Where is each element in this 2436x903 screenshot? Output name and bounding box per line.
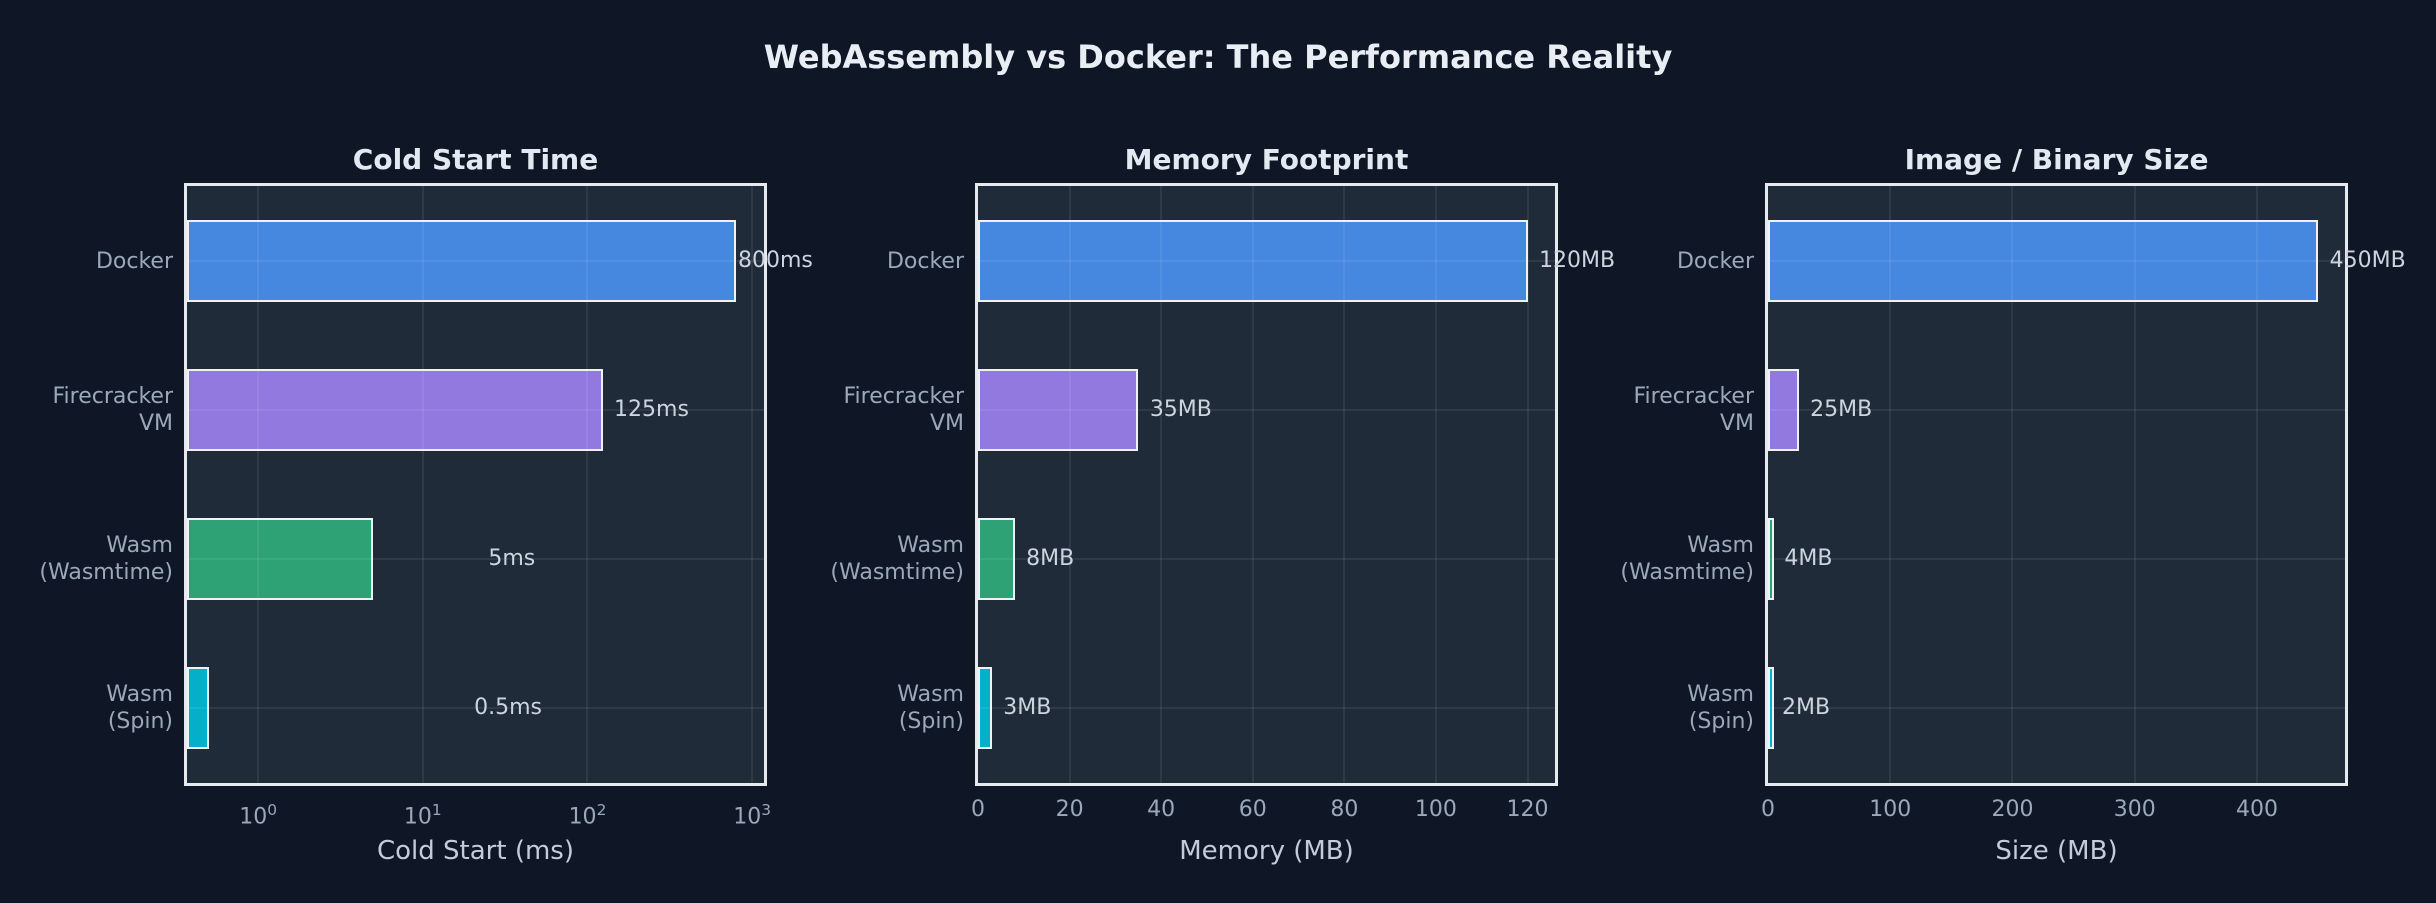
y-tick-label-wasm-wasmtime: Wasm(Wasmtime) — [1620, 533, 1754, 585]
x-tick-label: 120 — [1506, 797, 1549, 822]
h-gridline — [978, 409, 1555, 411]
y-tick-label-docker: Docker — [886, 248, 964, 274]
y-tick-label-wasm-spin: Wasm(Spin) — [897, 682, 964, 734]
bar-docker — [1768, 220, 2319, 302]
y-tick-label-docker: Docker — [1676, 248, 1754, 274]
bar-docker — [978, 220, 1528, 302]
h-gridline — [187, 558, 764, 560]
x-tick-label: 400 — [2235, 797, 2278, 822]
value-label-wasm-wasmtime: 8MB — [1026, 546, 1075, 571]
bar-wasm-spin — [978, 667, 992, 749]
y-tick-label-docker: Docker — [95, 248, 173, 274]
x-tick-label: 100 — [239, 801, 277, 830]
value-label-wasm-spin: 0.5ms — [474, 695, 543, 720]
h-gridline — [187, 260, 764, 262]
x-tick-label: 300 — [2113, 797, 2156, 822]
x-axis-label-cold-start-ms: Cold Start (ms) — [377, 836, 574, 866]
value-label-firecracker-vm: 25MB — [1810, 397, 1873, 422]
v-gridline — [2255, 186, 2258, 783]
x-tick-label: 20 — [1055, 797, 1084, 822]
x-tick-label: 60 — [1238, 797, 1267, 822]
bar-firecracker-vm — [1768, 369, 1799, 451]
h-gridline — [1768, 707, 2345, 709]
value-label-wasm-wasmtime: 4MB — [1784, 546, 1833, 571]
value-label-docker: 120MB — [1539, 248, 1616, 273]
v-gridline — [257, 186, 260, 783]
v-gridline — [1434, 186, 1437, 783]
value-label-firecracker-vm: 125ms — [614, 397, 689, 422]
h-gridline — [187, 409, 764, 411]
v-gridline — [1526, 186, 1529, 783]
bar-wasm-wasmtime — [1768, 518, 1774, 600]
y-tick-label-wasm-spin: Wasm(Spin) — [106, 682, 173, 734]
x-axis-label-size-mb: Size (MB) — [1995, 836, 2118, 866]
v-gridline — [1160, 186, 1163, 783]
x-axis-label-memory-mb: Memory (MB) — [1179, 836, 1354, 866]
bar-wasm-spin — [187, 667, 209, 749]
x-tick-label: 40 — [1147, 797, 1176, 822]
v-gridline — [2133, 186, 2136, 783]
v-gridline — [1889, 186, 1892, 783]
y-tick-label-wasm-spin: Wasm(Spin) — [1687, 682, 1754, 734]
subplot-title-image-binary-size: Image / Binary Size — [1904, 143, 2209, 176]
v-gridline — [1343, 186, 1346, 783]
x-tick-label: 103 — [733, 801, 772, 830]
bar-docker — [187, 220, 737, 302]
bar-firecracker-vm — [187, 369, 604, 451]
bar-wasm-wasmtime — [187, 518, 374, 600]
value-label-firecracker-vm: 35MB — [1149, 397, 1212, 422]
x-tick-label: 0 — [1761, 797, 1775, 822]
x-tick-label: 102 — [568, 801, 607, 830]
h-gridline — [187, 707, 764, 709]
h-gridline — [978, 558, 1555, 560]
v-gridline — [1068, 186, 1071, 783]
x-tick-label: 200 — [1991, 797, 2034, 822]
y-tick-label-wasm-wasmtime: Wasm(Wasmtime) — [830, 533, 964, 585]
x-tick-label: 100 — [1869, 797, 1912, 822]
x-tick-label: 0 — [971, 797, 985, 822]
value-label-wasm-spin: 2MB — [1781, 695, 1831, 720]
subplot-title-memory-footprint: Memory Footprint — [1124, 143, 1409, 176]
value-label-wasm-wasmtime: 5ms — [488, 546, 536, 571]
value-label-docker: 450MB — [2329, 248, 2406, 273]
h-gridline — [978, 260, 1555, 262]
x-tick-label: 80 — [1330, 797, 1359, 822]
value-label-wasm-spin: 3MB — [1003, 695, 1052, 720]
value-label-docker: 800ms — [737, 248, 813, 273]
h-gridline — [1768, 409, 2345, 411]
x-tick-label: 101 — [403, 801, 442, 830]
y-tick-label-wasm-wasmtime: Wasm(Wasmtime) — [39, 533, 173, 585]
bar-wasm-wasmtime — [978, 518, 1015, 600]
bar-firecracker-vm — [978, 369, 1139, 451]
v-gridline — [1251, 186, 1254, 783]
v-gridline — [421, 186, 424, 783]
figure-title: WebAssembly vs Docker: The Performance R… — [763, 38, 1673, 76]
bar-wasm-spin — [1768, 667, 1774, 749]
h-gridline — [1768, 558, 2345, 560]
v-gridline — [2011, 186, 2014, 783]
x-tick-label: 100 — [1414, 797, 1457, 822]
h-gridline — [1768, 260, 2345, 262]
v-gridline — [586, 186, 589, 783]
h-gridline — [978, 707, 1555, 709]
subplot-title-cold-start-time: Cold Start Time — [352, 143, 599, 176]
v-gridline — [751, 186, 754, 783]
